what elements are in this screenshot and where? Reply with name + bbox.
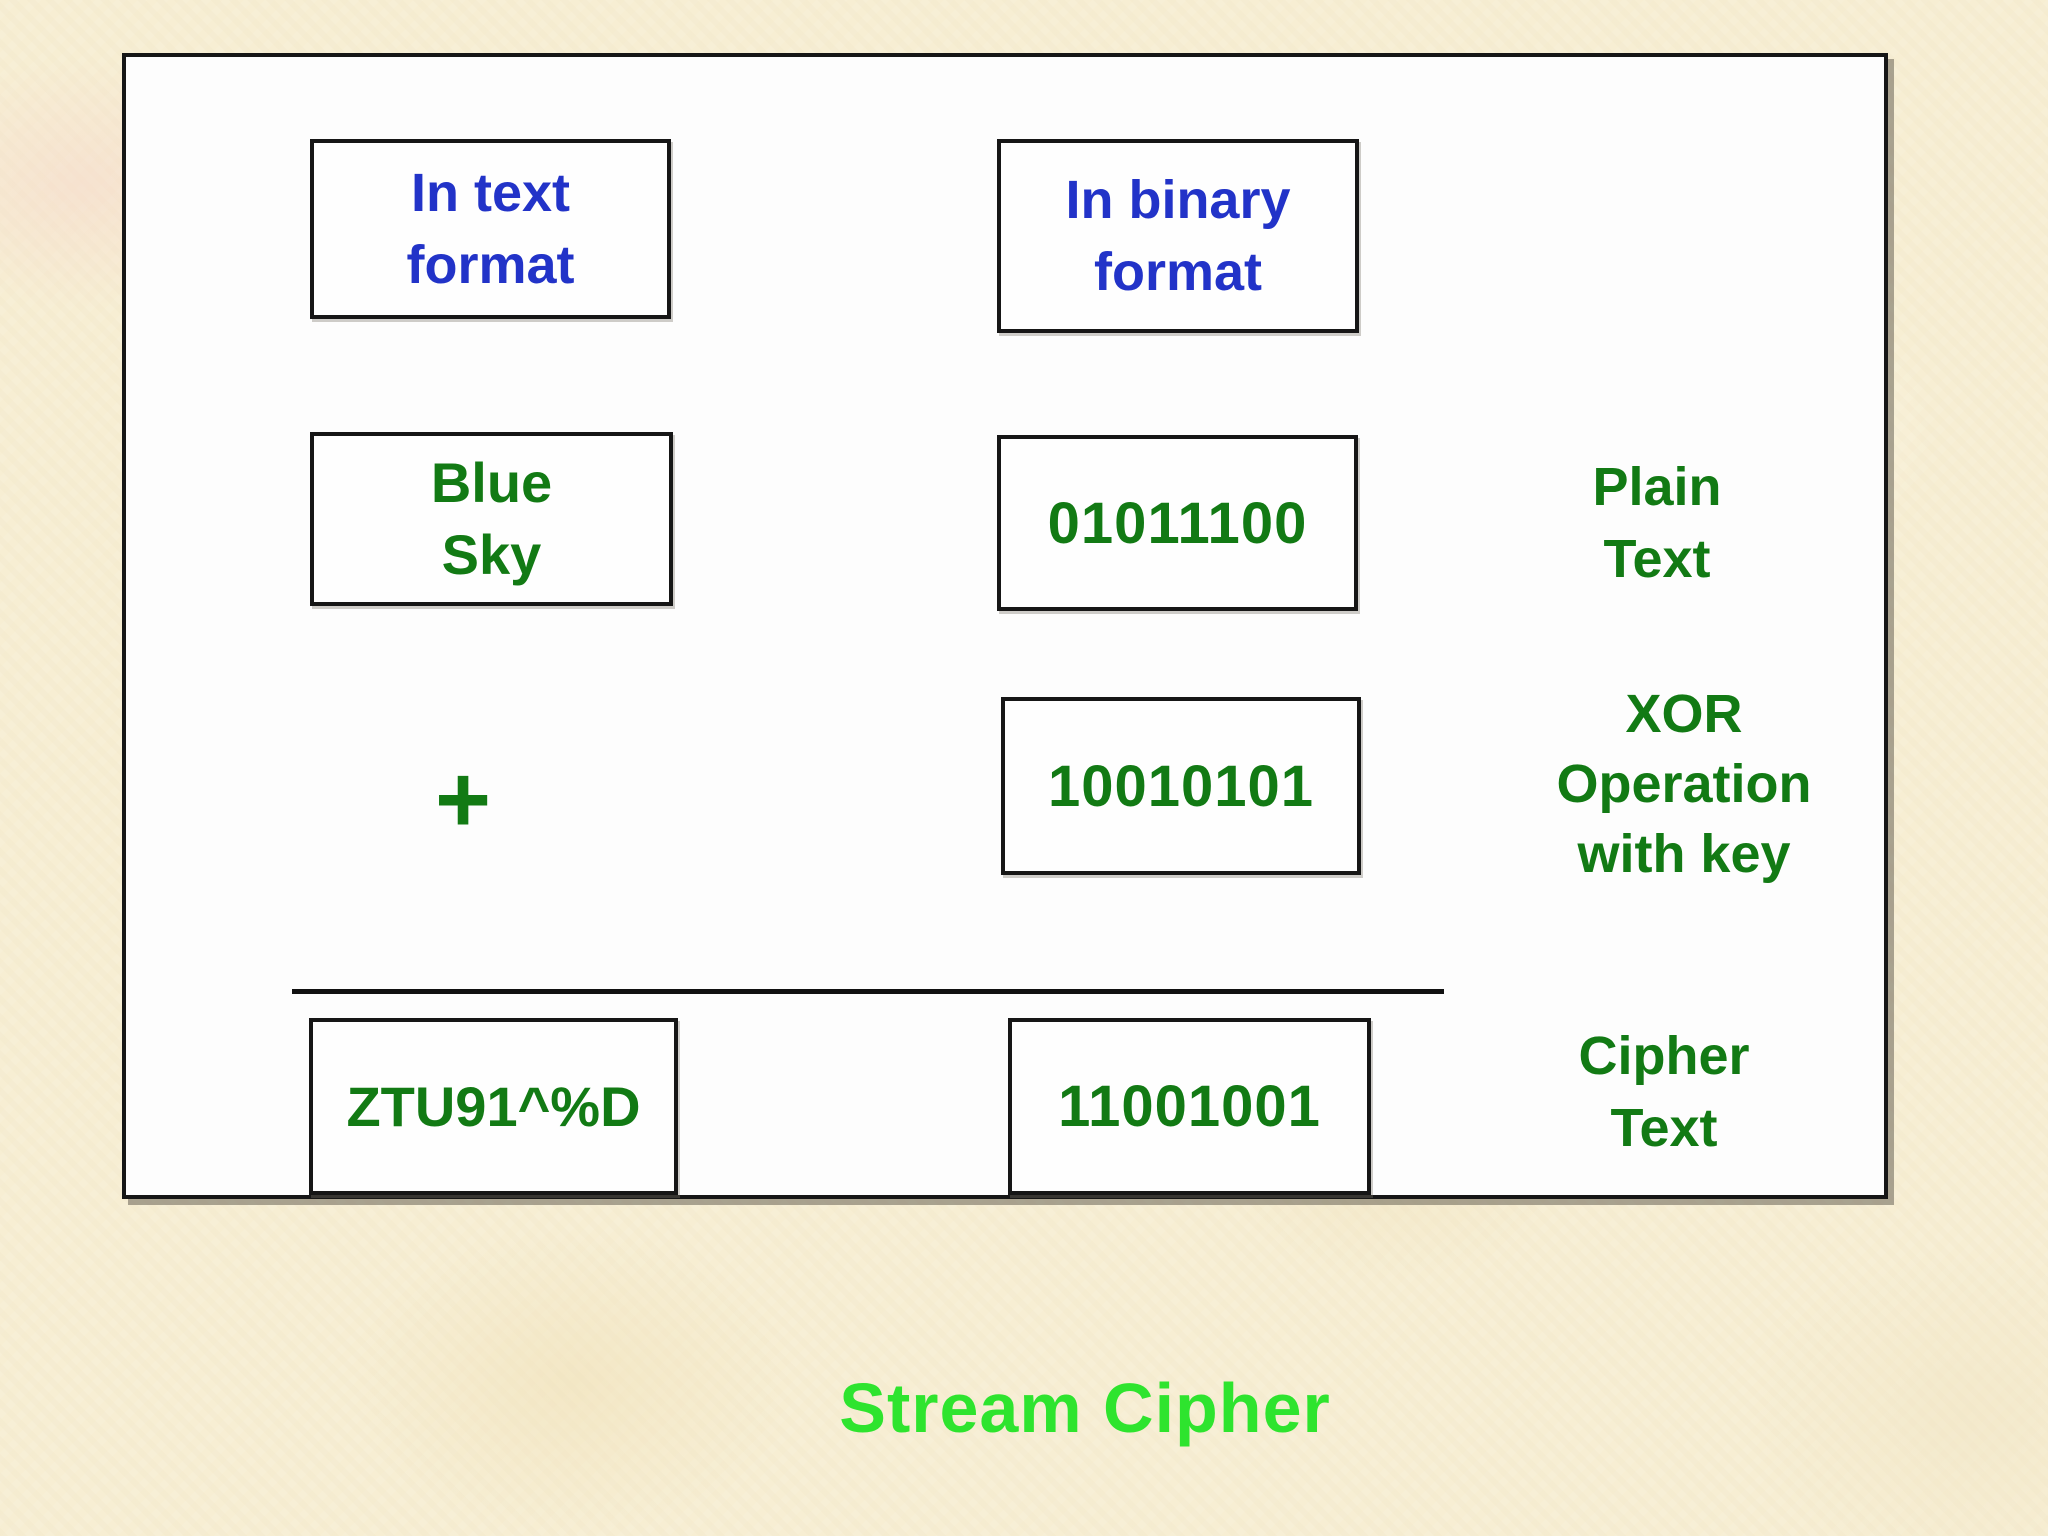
ciphertext-word-box: ZTU91^%D — [309, 1018, 678, 1195]
header-box-text-format: In text format — [310, 139, 671, 319]
header-box-binary-format: In binary format — [997, 139, 1359, 333]
plain-text-label: Plain Text — [1592, 457, 1722, 589]
key-binary-box: 10010101 — [1001, 697, 1361, 875]
sum-line — [292, 989, 1444, 994]
ciphertext-binary-box: 11001001 — [1008, 1018, 1371, 1195]
diagram-panel: In text format In binary format Blue Sky… — [122, 53, 1888, 1199]
plaintext-word-box: Blue Sky — [310, 432, 673, 606]
stream-cipher-caption: Stream Cipher — [839, 1369, 1331, 1447]
plaintext-binary-box: 01011100 — [997, 435, 1358, 611]
plus-operator: + — [434, 746, 492, 853]
cipher-text-label: Cipher Text — [1578, 1026, 1750, 1158]
xor-operation-label: XOR Operation with key — [1556, 684, 1812, 884]
